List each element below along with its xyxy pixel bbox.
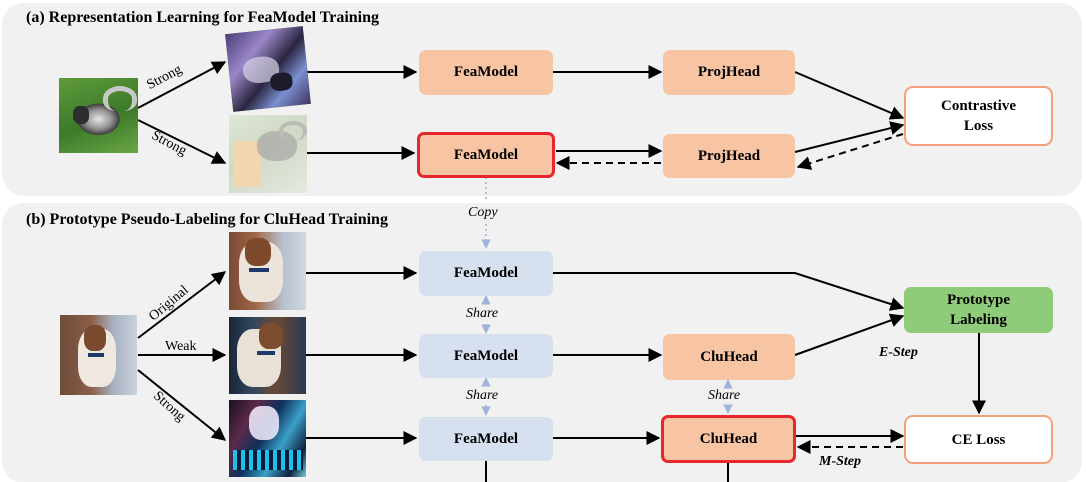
arrow-cluhead-to-prototype: [794, 313, 905, 356]
husky-original-image: [59, 78, 138, 153]
panel-a-title: (a) Representation Learning for FeaModel…: [26, 9, 380, 26]
share-label-3: Share: [708, 388, 741, 403]
feamodel-box-original: FeaModel: [419, 251, 553, 296]
share-label-1: Share: [466, 306, 499, 321]
projhead-box-top: ProjHead: [663, 50, 795, 95]
cluhead-box-weak: CluHead: [663, 334, 795, 380]
prototype-labeling-box: Prototype Labeling: [904, 287, 1053, 333]
augmentation-label-weak: Weak: [165, 339, 197, 354]
contrastive-loss-box: Contrastive Loss: [904, 86, 1053, 146]
beagle-original-image: [60, 315, 137, 395]
feamodel-box-top: FeaModel: [419, 50, 553, 95]
husky-strong-augmented-image-2: [229, 115, 307, 193]
feamodel-box-bottom-highlighted: FeaModel: [417, 132, 555, 178]
arrow-feamodel-to-prototype: [553, 272, 905, 311]
share-label-2: Share: [466, 388, 499, 403]
beagle-strong-augmented-image: [229, 400, 306, 477]
prototype-labeling-label-line1: Prototype: [946, 292, 1011, 308]
prototype-labeling-label-line2: Labeling: [950, 312, 1007, 328]
contrastive-loss-label-line1: Contrastive: [941, 98, 1016, 114]
ce-loss-box: CE Loss: [904, 415, 1053, 464]
feamodel-box-weak: FeaModel: [419, 334, 553, 378]
arrow-husky-to-strong-top: [137, 61, 227, 109]
beagle-weak-augmented-image: [229, 317, 306, 394]
husky-strong-augmented-image-1: [225, 26, 311, 112]
arrow-projhead-to-loss-top: [794, 71, 905, 120]
cluhead-box-strong-highlighted: CluHead: [661, 415, 796, 463]
arrow-husky-to-strong-bottom: [137, 119, 227, 164]
copy-label: Copy: [468, 205, 498, 220]
arrow-projhead-to-loss-bottom: [794, 121, 905, 153]
feamodel-box-strong: FeaModel: [419, 417, 553, 461]
arrow-beagle-to-strong: [137, 369, 227, 441]
panel-b-title: (b) Prototype Pseudo-Labeling for CluHea…: [26, 211, 388, 228]
e-step-label: E-Step: [879, 345, 918, 360]
projhead-box-bottom: ProjHead: [663, 134, 795, 178]
gradient-arrow-loss-to-projhead: [796, 133, 904, 170]
m-step-label: M-Step: [819, 454, 861, 469]
contrastive-loss-label-line2: Loss: [963, 118, 994, 134]
arrow-beagle-to-original: [137, 271, 227, 339]
beagle-original-view-image: [229, 232, 306, 310]
